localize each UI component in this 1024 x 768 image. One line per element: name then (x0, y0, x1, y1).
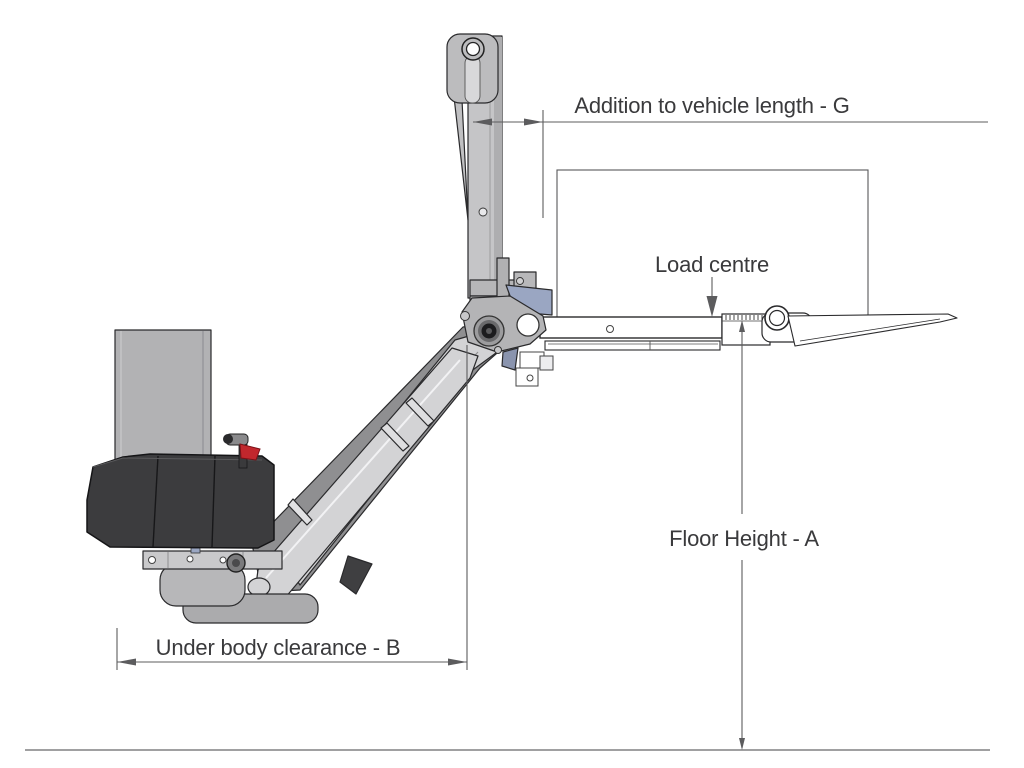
bracket-plate (142, 550, 283, 570)
cylinder-collar (287, 498, 313, 526)
pivot-blue-lower (501, 347, 519, 371)
platform-deck (539, 316, 723, 339)
arm-stop-wedge (339, 555, 373, 595)
upper-link-bar (496, 257, 510, 301)
cap-slot (464, 55, 481, 104)
arrow-right-icon (524, 118, 543, 126)
small-fitting (190, 547, 201, 554)
label-under-body-clearance: Under body clearance - B (156, 635, 401, 660)
dimension-floor-height: Floor Height - A (669, 320, 820, 750)
arrow-up-icon (739, 320, 745, 332)
label-load-centre: Load centre (655, 252, 769, 277)
bracket-hole (219, 556, 227, 564)
lift-mast (446, 33, 537, 313)
pivot-bolt (494, 346, 502, 354)
mounting-bracket (142, 547, 319, 624)
arrow-left-icon (117, 658, 136, 666)
handle-red-grip (239, 443, 261, 461)
platform (539, 305, 958, 351)
deck-hole (606, 325, 614, 333)
handle-cap (223, 434, 233, 444)
hydraulic-cylinder (254, 347, 479, 599)
bracket-hole (186, 555, 194, 563)
pivot-bolt (460, 311, 470, 321)
lift-arm-assembly (247, 321, 513, 599)
arm-band-1 (380, 422, 410, 452)
hinge-knuckle (764, 305, 790, 331)
arrow-down-icon (706, 296, 718, 317)
dimension-under-body-clearance: Under body clearance - B (116, 345, 468, 670)
chassis-rail (114, 329, 212, 471)
release-handle (223, 433, 261, 469)
power-pack-cover (86, 453, 275, 549)
arrow-right-icon (448, 658, 467, 666)
pivot-assembly (460, 284, 554, 387)
cylinder-end-cap (247, 577, 271, 597)
dimension-load-centre: Load centre (655, 252, 769, 317)
hydraulic-fittings (515, 351, 554, 387)
platform-subframe (544, 340, 721, 351)
arm-band-2 (405, 397, 435, 427)
arrow-down-icon (739, 738, 745, 750)
arrow-left-icon (473, 118, 492, 126)
mast-hole (478, 207, 488, 217)
dimension-addition-to-vehicle-length: Addition to vehicle length - G (473, 93, 988, 218)
label-addition-to-vehicle-length: Addition to vehicle length - G (574, 93, 849, 118)
head-plate-hole (516, 313, 540, 337)
bracket-hole (148, 556, 156, 564)
label-floor-height: Floor Height - A (669, 526, 819, 551)
